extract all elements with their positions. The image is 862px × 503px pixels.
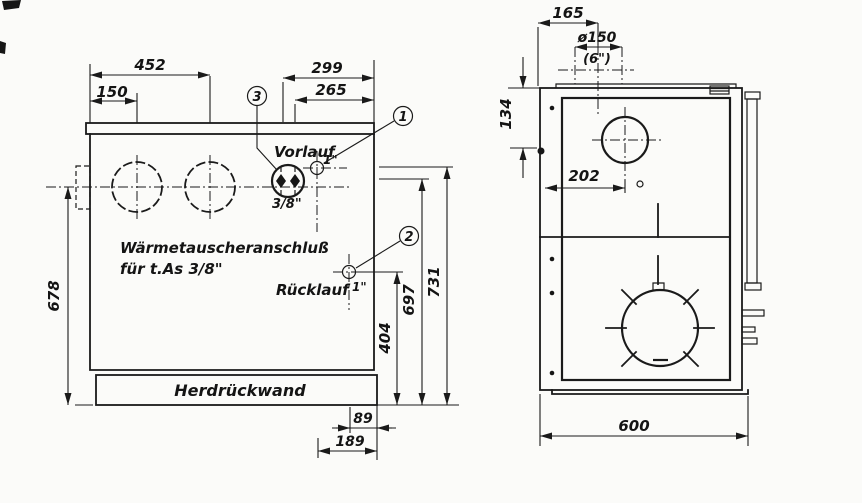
vorlauf-size-label: 1"	[323, 153, 338, 167]
dim-150: 150	[90, 83, 137, 105]
svg-text:134: 134	[497, 98, 515, 129]
door-panel	[746, 98, 758, 284]
base-band	[95, 374, 378, 406]
svg-text:165: 165	[552, 4, 583, 22]
svg-text:404: 404	[376, 322, 394, 354]
upper-round-hole	[592, 107, 661, 180]
small-hole	[636, 180, 644, 188]
dim-89: 89	[332, 405, 396, 460]
dim-flue-diameter: ø150 (6")	[575, 30, 622, 67]
top-strip	[85, 122, 375, 135]
svg-text:150: 150	[96, 83, 127, 101]
rear-wall-label: Herdrückwand	[174, 381, 306, 400]
vorlauf-label: Vorlauf	[274, 143, 337, 161]
scan-artifacts	[0, 0, 21, 54]
callout-2: 2	[355, 225, 420, 269]
inner-panel	[560, 96, 732, 382]
rear-wall-outline	[75, 122, 378, 406]
dim-600: 600	[539, 394, 749, 446]
dim-678: 678	[45, 187, 93, 406]
flue-collar	[558, 23, 634, 115]
dim-165: 165	[537, 4, 598, 86]
dim-452: 452	[89, 56, 210, 123]
dim-731: 731	[425, 167, 451, 405]
hinge-pin	[537, 147, 545, 155]
rear-view: 3/8" Vorlauf 1" Rücklauf 1" Wärmetausche…	[45, 56, 459, 460]
connection-hole-left	[276, 174, 286, 188]
note-text: Wärmetauscheranschluß für t.As 3/8"	[120, 239, 329, 278]
svg-text:678: 678	[45, 280, 63, 311]
svg-text:1: 1	[398, 110, 407, 125]
base-plate	[551, 389, 749, 395]
dim-299: 299	[282, 59, 375, 123]
note-line2: für t.As 3/8"	[120, 260, 223, 278]
vorlauf-hole: Vorlauf 1"	[274, 143, 347, 232]
svg-text:2: 2	[404, 230, 413, 245]
ruecklauf-hole: Rücklauf 1"	[276, 254, 367, 310]
dim-697: 697	[400, 179, 426, 405]
hinge-pins	[741, 309, 765, 345]
svg-text:299: 299	[311, 59, 342, 77]
large-hole-left	[111, 93, 163, 219]
heat-exchanger-connection: 3/8"	[270, 163, 306, 212]
svg-text:3: 3	[252, 90, 261, 105]
top-plate	[555, 83, 737, 88]
dim-404: 404	[376, 272, 401, 405]
svg-text:600: 600	[618, 417, 649, 435]
ruecklauf-label: Rücklauf	[276, 281, 351, 299]
note-line1: Wärmetauscheranschluß	[120, 239, 329, 257]
opening-spokes	[605, 288, 715, 368]
right-height-dims: 404 697 731	[357, 166, 459, 406]
dim-134: 134	[497, 57, 542, 178]
screw-holes	[549, 105, 555, 376]
svg-text:89: 89	[353, 411, 373, 427]
hatched-block	[709, 85, 730, 95]
svg-text:697: 697	[400, 284, 418, 316]
lower-round-opening	[605, 288, 715, 368]
callout-1: 1	[323, 105, 414, 164]
svg-text:265: 265	[315, 81, 346, 99]
connection-size-label: 3/8"	[272, 197, 302, 212]
body-outline	[89, 133, 375, 371]
svg-text:731: 731	[425, 266, 443, 297]
dim-189: 189	[317, 434, 377, 458]
svg-text:202: 202	[568, 167, 599, 185]
front-door-edge	[709, 85, 765, 345]
callout-3: 3	[246, 85, 278, 171]
damper-rod	[652, 203, 665, 290]
svg-text:(6"): (6")	[583, 52, 611, 67]
svg-text:189: 189	[335, 434, 364, 450]
ruecklauf-size-label: 1"	[352, 280, 367, 294]
dim-202: 202	[545, 167, 626, 193]
door-bottom-cap	[744, 282, 762, 291]
connection-hole-right	[290, 174, 300, 188]
door-top-cap	[744, 91, 761, 100]
dim-265: 265	[294, 81, 374, 122]
side-outline	[539, 87, 743, 391]
svg-text:452: 452	[133, 56, 165, 74]
large-hole-right	[184, 76, 236, 219]
side-view: ø150 (6") 165 134	[497, 4, 765, 446]
svg-text:ø150: ø150	[577, 30, 617, 46]
side-body-outline	[539, 83, 749, 395]
